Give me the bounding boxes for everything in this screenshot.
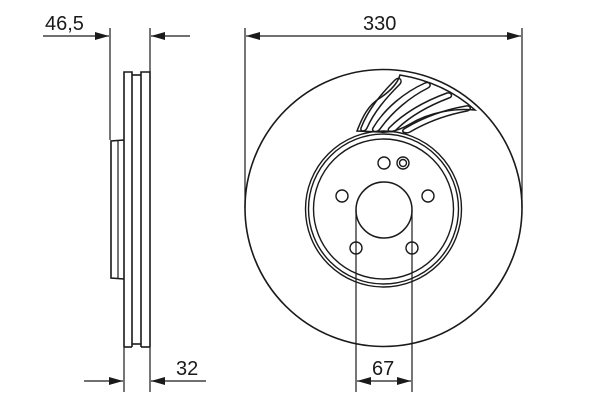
dim-label-thickness: 32 xyxy=(176,358,198,380)
hub-ring-inner xyxy=(312,138,455,280)
hub-ring-outer xyxy=(304,130,463,288)
vent-slot-4 xyxy=(401,105,471,134)
vent-slot-cutaway xyxy=(355,74,478,134)
hub-ring-middle xyxy=(307,133,460,285)
bolt-hole-left xyxy=(335,189,349,203)
front-view: 330 67 xyxy=(244,13,523,392)
hub-hat-outer xyxy=(110,139,125,280)
rotor-profile xyxy=(110,71,151,348)
friction-plate-right xyxy=(140,71,151,347)
dim-label-center-bore: 67 xyxy=(372,358,394,380)
dim-label-outer-diameter: 330 xyxy=(363,13,396,35)
dim-label-hat-height: 46,5 xyxy=(45,13,84,35)
cutaway-outline xyxy=(355,74,478,133)
vent-slot-1 xyxy=(360,77,402,132)
locating-hole-inner xyxy=(398,158,408,168)
center-bore xyxy=(355,181,413,239)
locating-hole-outer xyxy=(396,156,410,170)
bolt-hole-top xyxy=(377,156,391,170)
friction-plate-left xyxy=(123,71,133,347)
side-view: 46,5 32 xyxy=(43,13,206,392)
disc-outer-edge xyxy=(244,68,523,348)
bolt-hole-right xyxy=(421,189,435,203)
